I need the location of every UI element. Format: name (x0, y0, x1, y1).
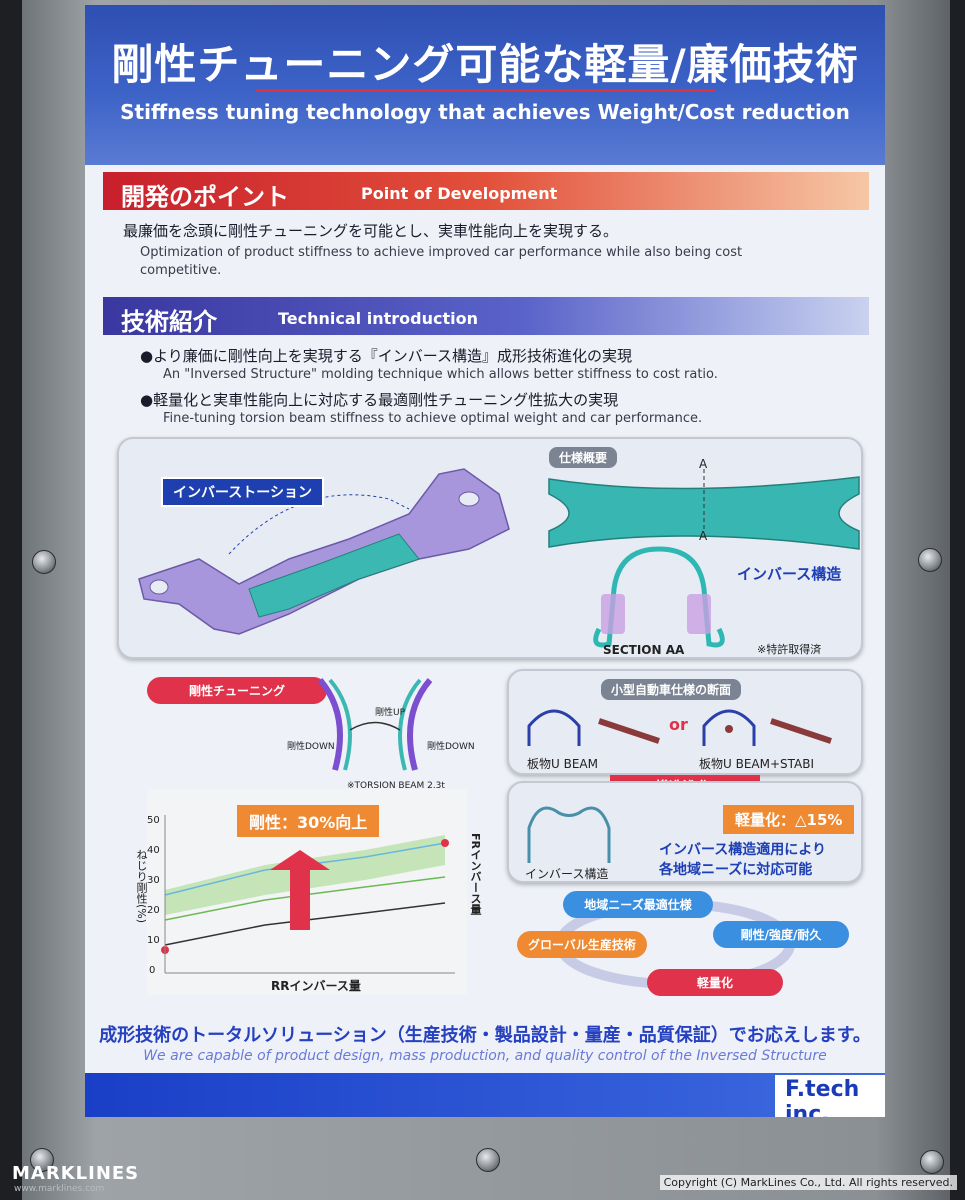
beam-1-label: 板物U BEAM (527, 757, 598, 771)
ftech-logo: F.tech inc. (775, 1075, 885, 1117)
weight-reduction-box: 軽量化：△15% (723, 805, 855, 834)
or-label: or (669, 715, 688, 734)
stiffness-chart (161, 815, 455, 974)
stiffness-down-right: 剛性DOWN (427, 742, 475, 752)
spec-overview-tag: 仕様概要 (549, 447, 618, 468)
screw-icon (920, 1150, 944, 1174)
development-text-en-1: Optimization of product stiffness to ach… (140, 245, 743, 260)
poster-title-jp: 剛性チューニング可能な軽量/廉価技術 (111, 40, 859, 89)
footer-text-jp: 成形技術のトータルソリューション（生産技術・製品設計・量産・品質保証）でお応えし… (99, 1025, 871, 1046)
screw-icon (918, 548, 942, 572)
torsion-beam-panel: インバーストーション 仕様概要 A A インバース構造 SECTION AA ※… (117, 437, 863, 659)
cycle-item-regional-needs: 地域ニーズ最適仕様 (563, 891, 713, 918)
small-car-panel: 小型自動車仕様の断面 板物U BEAM or 板物U BEAM+STABI (507, 669, 863, 775)
beam-2-label: 板物U BEAM+STABI (699, 757, 815, 771)
bullet-2-jp: ●軽量化と実車性能向上に対応する最適剛性チューニング性拡大の実現 (140, 391, 619, 409)
y-tick-50: 50 (147, 815, 160, 826)
development-text-en-2: competitive. (140, 263, 222, 278)
poster-title-en: Stiffness tuning technology that achieve… (120, 100, 850, 124)
stiffness-curve-illustration (317, 678, 433, 771)
y-tick-20: 20 (147, 905, 160, 916)
inverse-structure-label: インバース構造 (737, 565, 842, 583)
poster-header (85, 5, 885, 165)
inverse-structure-caption: インバース構造 (525, 867, 609, 881)
screw-icon (32, 550, 56, 574)
right-axis-label: FRインバース量 (469, 833, 482, 915)
stiffness-up-label: 剛性UP (375, 708, 406, 718)
poster: 剛性チューニング可能な軽量/廉価技術 Stiffness tuning tech… (85, 5, 885, 1117)
copyright-text: Copyright (C) MarkLines Co., Ltd. All ri… (659, 1175, 957, 1190)
y-tick-10: 10 (147, 935, 160, 946)
technical-introduction-band: 技術紹介 Technical introduction (103, 297, 869, 336)
y-tick-40: 40 (147, 845, 160, 856)
section-mark-a-top: A (699, 457, 708, 471)
section-label-jp: 技術紹介 (121, 308, 217, 336)
bullet-1-jp: ●より廉価に剛性向上を実現する『インバース構造』成形技術進化の実現 (140, 347, 633, 365)
section-aa-label: SECTION AA (603, 643, 685, 657)
development-text-jp: 最廉価を念頭に剛性チューニングを可能とし、実車性能向上を実現する。 (123, 222, 619, 240)
inverse-structure-panel: 軽量化：△15% インバース構造 インバース構造適用により 各地域ニーズに対応可… (507, 781, 863, 883)
y-tick-0: 0 (149, 965, 156, 976)
y-tick-30: 30 (147, 875, 160, 886)
cycle-item-stiffness: 剛性/強度/耐久 (713, 921, 849, 948)
footer-bar (85, 1073, 885, 1117)
stiffness-down-left: 剛性DOWN (287, 742, 335, 752)
torsion-beam-note: ※TORSION BEAM 2.3t (347, 781, 445, 791)
inverse-torsion-label: インバーストーション (161, 477, 325, 507)
patent-note: ※特許取得済 (757, 643, 822, 656)
stiffness-tuning-tag: 剛性チューニング (147, 677, 327, 704)
section-mark-a-bottom: A (699, 529, 708, 543)
small-car-tag: 小型自動車仕様の断面 (601, 679, 742, 700)
cycle-item-weight: 軽量化 (647, 969, 783, 996)
bullet-2-en: Fine-tuning torsion beam stiffness to ac… (163, 411, 703, 426)
title-underline (255, 89, 715, 92)
applied-line-1: インバース構造適用により (659, 842, 827, 858)
point-of-development-band: 開発のポイント Point of Development (103, 172, 869, 211)
screw-icon (30, 1148, 54, 1172)
marklines-logo: MARKLINES (12, 1163, 140, 1184)
bullet-1-en: An "Inversed Structure" molding techniqu… (163, 367, 718, 382)
marklines-url: www.marklines.com (14, 1184, 105, 1194)
section-label-jp: 開発のポイント (121, 183, 289, 211)
applied-line-2: 各地域ニーズに対応可能 (659, 862, 813, 878)
x-axis-label: RRインバース量 (271, 979, 361, 993)
beam-section-illustration (527, 709, 832, 746)
stiffness-gain-box: 剛性：30%向上 (237, 805, 380, 837)
inverse-section-illustration (527, 806, 611, 863)
torsion-beam-illustration (138, 468, 860, 648)
screw-icon (476, 1148, 500, 1172)
footer-text-en: We are capable of product design, mass p… (143, 1048, 827, 1064)
y-axis-label: ねじり剛性(%) (135, 849, 148, 924)
section-label-en: Point of Development (361, 184, 558, 203)
section-label-en: Technical introduction (278, 309, 478, 328)
cycle-item-global: グローバル生産技術 (517, 931, 647, 958)
